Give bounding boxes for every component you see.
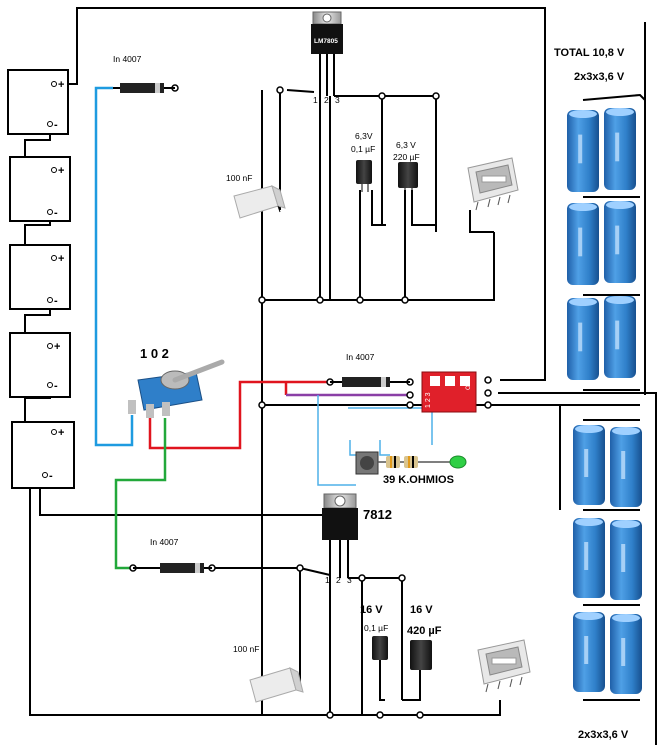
colored-wires [94,86,433,570]
pin-3: 3 [347,575,352,585]
light-blue-wire-2 [348,407,433,445]
cell-pack-top: TOTAL 10,8 V 2x3x3,6 V [554,47,625,83]
black-wires [24,7,657,745]
cap-bottom-2-value: 420 µF [407,625,442,637]
dip-on-label: ON [466,381,472,390]
minus-sign: - [49,470,53,482]
diode-top-label: In 4007 [113,54,142,64]
cell-bottom-0-1 [610,427,642,507]
battery-cell-2: + - [9,156,71,222]
plus-sign: + [58,79,64,91]
cap-top-1-value: 0,1 µF [351,144,375,154]
film-capacitor-bottom: 100 nF [233,644,304,703]
cell-bottom-0-0 [573,425,605,505]
minus-sign: - [54,207,58,219]
diode-bottom-label: In 4007 [150,537,179,547]
cap-top-1: 6,3V 0,1 µF [351,131,375,192]
resistor-label: 39 K.OHMIOS [383,474,454,486]
usb-port-top [467,157,519,211]
regulator-top: LM7805 1 2 3 [311,11,343,105]
resistors: 39 K.OHMIOS [378,456,462,486]
cell-bottom-1-1 [610,520,642,600]
battery-cell-1: + - [7,69,69,135]
push-button [355,451,379,475]
cap-bottom-2-volt: 16 V [410,604,433,616]
plus-sign: + [58,253,64,265]
regulator-bottom-label: 7812 [363,507,392,522]
cap-top-1-volt: 6,3V [355,131,373,141]
green-wire [114,418,167,570]
minus-sign: - [54,295,58,307]
plus-sign: + [54,341,60,353]
cell-top-2-0 [567,298,599,380]
cell-top-1-0 [567,203,599,285]
minus-sign: - [54,380,58,392]
dip-switch: ON 1 2 3 [421,371,477,413]
cap-top-2-volt: 6,3 V [396,140,416,150]
cell-top-0-0 [567,110,599,192]
cell-top-0-1 [604,108,636,190]
light-blue-wire-4 [379,440,390,456]
regulator-bottom: 7812 1 2 3 [322,493,392,585]
plus-sign: + [58,165,64,177]
cap-bottom-2: 16 V 420 µF [407,604,442,670]
minus-sign: - [54,119,58,131]
film-cap-bottom-label: 100 nF [233,644,259,654]
pin-1: 1 [313,95,318,105]
cap-bottom-1-value: 0,1 µF [364,623,388,633]
cap-bottom-1-volt: 16 V [360,604,383,616]
cell-bottom-2-1 [610,614,642,694]
pin-2: 2 [336,575,341,585]
film-capacitor-top: 100 nF [226,173,286,219]
cell-top-2-1 [604,296,636,378]
cap-top-2: 6,3 V 220 µF [393,140,420,194]
red-wire [148,380,330,450]
cap-top-2-value: 220 µF [393,152,420,162]
battery-cell-5: + - [11,421,75,489]
diode-bottom: In 4007 [133,537,212,573]
cell-bottom-2-0 [573,612,605,692]
pin-1: 1 [325,575,330,585]
pin-2: 2 [324,95,329,105]
pack-top-label: 2x3x3,6 V [574,71,625,83]
toggle-switch: 1 0 2 [128,346,225,418]
diode-mid-label: In 4007 [346,352,375,362]
led-green [449,455,467,469]
diode-mid: In 4007 [330,352,410,387]
cell-grid-top [567,108,636,380]
light-blue-wire [317,395,356,486]
pin-3: 3 [335,95,340,105]
usb-port-bottom [477,639,531,693]
battery-stack: + - + - + - + - + [7,69,75,489]
cell-top-1-1 [604,201,636,283]
diode-top: In 4007 [113,54,175,93]
dip-pins-label: 1 2 3 [425,392,432,408]
plus-sign: + [58,427,64,439]
battery-cell-3: + - [9,244,71,310]
switch-label: 1 0 2 [140,346,169,361]
regulator-top-label: LM7805 [314,38,338,45]
pack-bottom-label: 2x3x3,6 V [578,729,629,741]
total-voltage-label: TOTAL 10,8 V [554,47,625,59]
light-blue-wire-3 [349,440,356,456]
cell-grid-bottom [573,425,642,694]
battery-cell-4: + - [9,332,71,398]
blue-wire [94,86,134,447]
cell-bottom-1-0 [573,518,605,598]
film-cap-top-label: 100 nF [226,173,252,183]
cap-bottom-1: 16 V 0,1 µF [360,604,388,660]
